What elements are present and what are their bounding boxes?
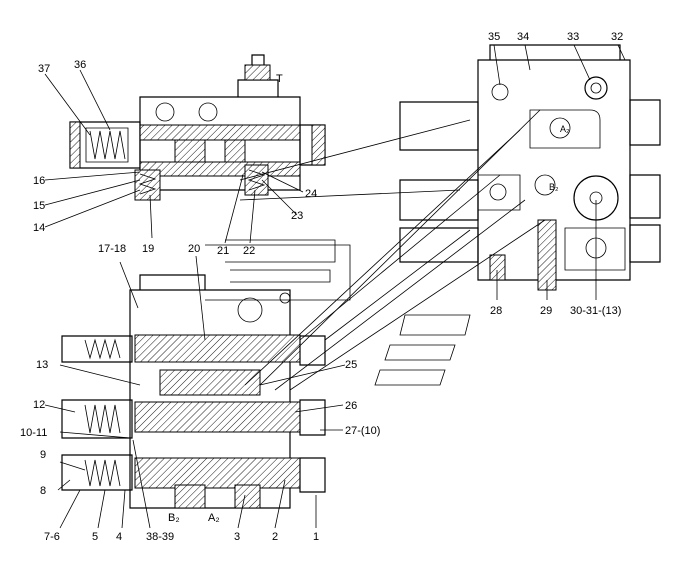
callout-17-18: 17-18: [98, 243, 126, 255]
callout-1: 1: [313, 531, 319, 543]
callout-20: 20: [188, 243, 200, 255]
callout-15: 15: [33, 200, 45, 212]
callout-10-11: 10-11: [20, 427, 47, 439]
section-projection-lines: [205, 109, 546, 391]
main-section-view: [61, 274, 326, 509]
callout-21: 21: [217, 245, 229, 257]
callout-27-10: 27-(10): [345, 425, 380, 437]
callout-8: 8: [40, 485, 46, 497]
callout-5: 5: [92, 531, 98, 543]
top-section-view: [69, 54, 326, 201]
callout-labels: 37 36 T 16 15 14 19 21 22 23 24 35 34 33…: [20, 31, 623, 543]
callout-36: 36: [74, 59, 86, 71]
callout-22: 22: [243, 245, 255, 257]
callout-24: 24: [305, 188, 317, 200]
callout-14: 14: [33, 222, 45, 234]
callout-25: 25: [345, 359, 357, 371]
callout-9: 9: [40, 449, 46, 461]
callout-12: 12: [33, 399, 45, 411]
callout-35: 35: [488, 31, 500, 43]
callout-T: T: [276, 73, 283, 85]
port-label-A2-top: A₂: [560, 124, 570, 134]
callout-38-39: 38-39: [146, 531, 174, 543]
callout-26: 26: [345, 400, 357, 412]
callout-2: 2: [272, 531, 278, 543]
callout-16: 16: [33, 175, 45, 187]
callout-7-6: 7-6: [44, 531, 60, 543]
callout-3: 3: [234, 531, 240, 543]
callout-23: 23: [291, 210, 303, 222]
callout-33: 33: [567, 31, 579, 43]
callout-13: 13: [36, 359, 48, 371]
port-label-A2: A₂: [208, 512, 220, 524]
callout-32: 32: [611, 31, 623, 43]
callout-19: 19: [142, 243, 154, 255]
callout-34: 34: [517, 31, 529, 43]
callout-28: 28: [490, 305, 502, 317]
port-label-B2-top: B₂: [549, 182, 559, 192]
callout-37: 37: [38, 63, 50, 75]
callout-30-31-13: 30-31-(13): [570, 305, 621, 317]
callout-29: 29: [540, 305, 552, 317]
callout-4: 4: [116, 531, 122, 543]
port-label-B2: B₂: [168, 512, 180, 524]
leader-lines: [44, 44, 626, 529]
